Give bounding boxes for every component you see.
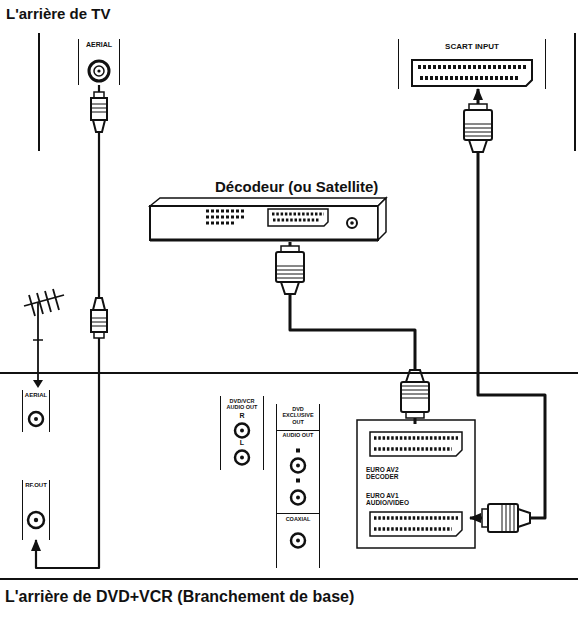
exclusive-out-jacks bbox=[277, 430, 319, 431]
decoder-drawing bbox=[347, 218, 357, 228]
audio-out-box: DVD/VCR AUDIO OUTR L bbox=[220, 396, 264, 470]
exclusive-out-jacks bbox=[277, 513, 319, 514]
node-sublabel: COAXIAL bbox=[277, 516, 319, 522]
scart-panel bbox=[370, 512, 462, 536]
decoder-drawing bbox=[206, 222, 236, 225]
dvd-aerial-jack bbox=[29, 412, 43, 426]
exclusive-out-jacks bbox=[296, 479, 300, 483]
decoder-drawing bbox=[206, 210, 244, 213]
scart-cable bbox=[470, 89, 545, 518]
decoder-drawing bbox=[150, 206, 378, 240]
aerial-socket-box: AERIAL bbox=[78, 39, 120, 85]
rf-out-jack bbox=[28, 512, 44, 528]
node-label: L'arrière de DVD+VCR (Branchement de bas… bbox=[5, 588, 354, 606]
tv-aerial-jack bbox=[89, 61, 109, 81]
decoder-drawing bbox=[206, 216, 244, 219]
decoder-drawing bbox=[150, 239, 378, 242]
node-label: EURO AV2 DECODER bbox=[366, 466, 421, 481]
tv-back-panel: L'arrière de TVAERIALSCART INPUT bbox=[38, 33, 576, 151]
scart-panel bbox=[374, 516, 458, 520]
tv-scart-socket bbox=[418, 65, 526, 69]
node-label: SCART INPUT bbox=[399, 42, 545, 51]
tv-aerial-jack bbox=[97, 69, 100, 72]
node-label: L'arrière de TV bbox=[6, 5, 110, 22]
scart-plug bbox=[276, 246, 304, 294]
antenna bbox=[45, 291, 51, 312]
rf-out-jack bbox=[28, 512, 44, 528]
dvd-vcr-back-panel: L'arrière de DVD+VCR (Branchement de bas… bbox=[0, 372, 578, 580]
tv-scart-socket bbox=[420, 76, 520, 80]
node-sublabel: R bbox=[221, 412, 263, 420]
scart-socket-area: EURO AV2 DECODER bbox=[362, 424, 470, 488]
scart-plug bbox=[482, 504, 530, 532]
audio-out-jacks bbox=[240, 429, 244, 433]
dvd-aerial-jack bbox=[29, 412, 43, 426]
dvd-aerial-jack bbox=[34, 417, 38, 421]
antenna bbox=[33, 339, 43, 341]
exclusive-out-jacks bbox=[291, 459, 305, 473]
decoder-box: Décodeur (ou Satellite) bbox=[150, 198, 386, 242]
scart-socket-area: EURO AV1 AUDIO/VIDEO bbox=[362, 490, 470, 546]
exclusive-out-jacks bbox=[296, 464, 300, 468]
tv-scart-socket bbox=[412, 60, 532, 86]
aerial-socket-box: AERIAL bbox=[22, 390, 50, 432]
node-label: RF.OUT bbox=[23, 482, 49, 489]
decoder-drawing bbox=[268, 209, 328, 226]
scart-panel bbox=[374, 436, 458, 440]
coax-cable bbox=[36, 85, 99, 568]
tv-scart-socket bbox=[412, 60, 532, 86]
decoder-drawing bbox=[150, 198, 386, 240]
rf-out-jack bbox=[34, 518, 38, 522]
exclusive-out-box: DVD EXCLUSIVE OUT AUDIO OUT COAXIAL bbox=[276, 404, 320, 568]
audio-out-jacks bbox=[240, 456, 244, 460]
rf-out-box: RF.OUT bbox=[22, 480, 50, 540]
audio-out-jacks bbox=[235, 451, 249, 465]
scart-panel bbox=[374, 447, 452, 451]
exclusive-out-jacks bbox=[291, 491, 305, 505]
antenna bbox=[53, 289, 59, 310]
antenna bbox=[37, 302, 39, 381]
exclusive-out-jacks bbox=[277, 431, 319, 548]
audio-out-jacks bbox=[235, 424, 249, 438]
scart-cable bbox=[290, 242, 415, 424]
scart-panel bbox=[357, 420, 475, 548]
tv-aerial-jack bbox=[89, 61, 109, 81]
coax-plug bbox=[91, 298, 107, 338]
decoder-drawing bbox=[378, 198, 386, 240]
coax-plug bbox=[91, 92, 107, 132]
scart-plug bbox=[464, 104, 492, 152]
antenna bbox=[33, 380, 43, 388]
decoder-drawing bbox=[350, 221, 354, 225]
tv-aerial-jack bbox=[94, 66, 104, 76]
node-label: AERIAL bbox=[23, 392, 49, 399]
node-label: AERIAL bbox=[79, 41, 119, 49]
node-label: DVD EXCLUSIVE OUT bbox=[277, 406, 319, 425]
scart-panel bbox=[357, 420, 475, 548]
decoder-drawing bbox=[150, 198, 386, 206]
exclusive-out-jacks bbox=[296, 539, 300, 543]
node-sublabel: L bbox=[221, 439, 263, 447]
scart-plug bbox=[401, 370, 429, 418]
node-label: DVD/VCR AUDIO OUT bbox=[221, 398, 263, 411]
node-label: Décodeur (ou Satellite) bbox=[215, 178, 378, 195]
decoder-drawing bbox=[272, 213, 324, 216]
node-label: EURO AV1 AUDIO/VIDEO bbox=[366, 492, 426, 507]
scart-panel bbox=[370, 432, 462, 456]
exclusive-out-jacks bbox=[296, 496, 300, 500]
scart-input-box: SCART INPUT bbox=[398, 39, 546, 89]
exclusive-out-jacks bbox=[291, 534, 305, 548]
antenna bbox=[29, 295, 35, 316]
decoder-drawing bbox=[273, 219, 320, 222]
scart-panel bbox=[374, 527, 452, 531]
node-sublabel: AUDIO OUT bbox=[277, 432, 319, 438]
exclusive-out-jacks bbox=[296, 449, 300, 453]
